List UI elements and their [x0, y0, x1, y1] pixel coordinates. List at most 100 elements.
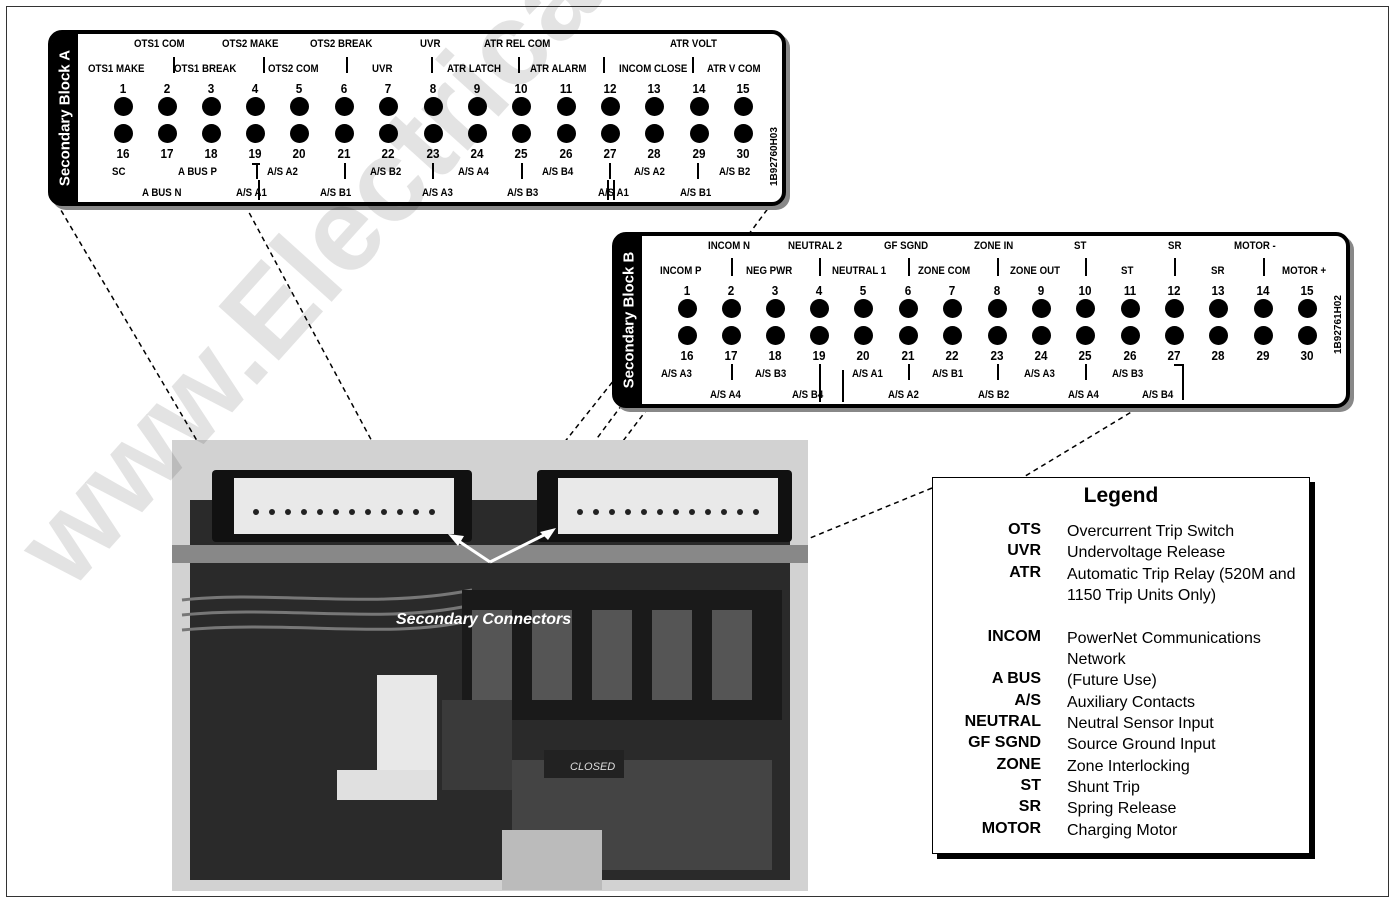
aux-label: A/S B1 [320, 187, 352, 199]
terminal-pin [690, 97, 709, 116]
terminal-pin [202, 124, 221, 143]
terminal-pin [722, 299, 741, 318]
terminal-label-upper: ATR VOLT [670, 38, 717, 50]
terminal-pin [1165, 326, 1184, 345]
separator-line [997, 258, 999, 276]
separator-line [842, 370, 844, 402]
terminal-label-lower: MOTOR + [1282, 265, 1327, 277]
separator-line [603, 57, 605, 73]
separator-line [819, 370, 821, 402]
terminal-pin [899, 326, 918, 345]
legend-abbreviation: GF SGND [968, 734, 1041, 751]
separator-line [173, 57, 175, 73]
legend-definition: (Future Use) [1067, 672, 1157, 689]
terminal-number: 25 [514, 146, 528, 161]
aux-label: A/S B4 [1142, 389, 1174, 401]
terminal-pin [1076, 326, 1095, 345]
block-a-part-number: 1B92760H03 [769, 127, 780, 186]
aux-label: A/S A2 [267, 166, 298, 178]
terminal-pin [1032, 299, 1051, 318]
legend-abbreviation: ZONE [996, 756, 1041, 773]
terminal-pin [114, 124, 133, 143]
terminal-pin [512, 97, 531, 116]
aux-label: A/S A2 [634, 166, 665, 178]
terminal-pin [601, 124, 620, 143]
terminal-pin [722, 326, 741, 345]
separator-line [432, 163, 434, 179]
terminal-number: 20 [292, 146, 306, 161]
aux-label: A/S A4 [458, 166, 489, 178]
terminal-label-lower: OTS1 MAKE [88, 63, 145, 75]
terminal-number: 4 [251, 81, 259, 96]
terminal-label-lower: NEG PWR [746, 265, 793, 277]
terminal-label-lower: OTS1 BREAK [174, 63, 237, 75]
terminal-pin [678, 326, 697, 345]
terminal-number: 17 [724, 348, 738, 363]
separator-line [819, 258, 821, 276]
terminal-number: 14 [692, 81, 706, 96]
separator-line [692, 57, 694, 73]
terminal-number: 12 [1167, 283, 1181, 298]
terminal-pin [645, 124, 664, 143]
terminal-number: 30 [736, 146, 750, 161]
terminal-pin [988, 326, 1007, 345]
legend-definition: Source Ground Input [1067, 736, 1216, 753]
legend-abbreviation: ATR [1009, 564, 1041, 581]
terminal-label-upper: ST [1074, 240, 1087, 252]
terminal-pin [1298, 326, 1317, 345]
aux-label: A/S B3 [507, 187, 539, 199]
terminal-number: 21 [901, 348, 915, 363]
aux-label: A/S B4 [542, 166, 574, 178]
legend-definition: Shunt Trip [1067, 779, 1140, 796]
terminal-pin [1254, 299, 1273, 318]
terminal-number: 12 [603, 81, 617, 96]
terminal-number: 7 [384, 81, 392, 96]
legend-definition: Undervoltage Release [1067, 544, 1226, 561]
terminal-pin [1165, 299, 1184, 318]
terminal-label-upper: SR [1168, 240, 1182, 252]
terminal-label-lower: INCOM P [660, 265, 702, 277]
breaker-photo: CLOSED Secondary Connectors [172, 440, 808, 891]
terminal-number: 24 [1034, 348, 1048, 363]
aux-label: A/S B4 [792, 389, 824, 401]
terminal-pin [988, 299, 1007, 318]
terminal-label-upper: GF SGND [884, 240, 929, 252]
terminal-number: 11 [1123, 283, 1137, 298]
terminal-pin [379, 97, 398, 116]
aux-label: A/S A1 [852, 368, 883, 380]
aux-label: A/S A3 [1024, 368, 1055, 380]
legend-definition: PowerNet Communications Network [1067, 630, 1261, 668]
legend-definition: Spring Release [1067, 800, 1177, 817]
terminal-number: 23 [990, 348, 1004, 363]
terminal-number: 16 [680, 348, 694, 363]
terminal-pin [810, 299, 829, 318]
terminal-number: 19 [812, 348, 826, 363]
terminal-label-upper: MOTOR - [1234, 240, 1276, 252]
terminal-pin [1121, 326, 1140, 345]
terminal-pin [854, 326, 873, 345]
terminal-label-lower: INCOM CLOSE [619, 63, 688, 75]
terminal-pin [690, 124, 709, 143]
separator-line [908, 364, 910, 380]
terminal-pin [202, 97, 221, 116]
terminal-pin [158, 124, 177, 143]
secondary-connectors-caption: Secondary Connectors [396, 611, 572, 628]
separator-line [1174, 364, 1182, 366]
terminal-pin [1209, 299, 1228, 318]
legend-definition: Charging Motor [1067, 822, 1178, 839]
terminal-label-lower: NEUTRAL 1 [832, 265, 887, 277]
terminal-label-upper: INCOM N [708, 240, 750, 252]
legend-abbreviation: INCOM [987, 628, 1041, 645]
terminal-number: 21 [337, 146, 351, 161]
terminal-number: 7 [948, 283, 956, 298]
terminal-pin [943, 326, 962, 345]
terminal-number: 4 [815, 283, 823, 298]
terminal-label-upper: NEUTRAL 2 [788, 240, 843, 252]
legend-item: INCOM PowerNet Communications Network [933, 628, 1303, 670]
legend-definition: Overcurrent Trip Switch [1067, 523, 1235, 540]
